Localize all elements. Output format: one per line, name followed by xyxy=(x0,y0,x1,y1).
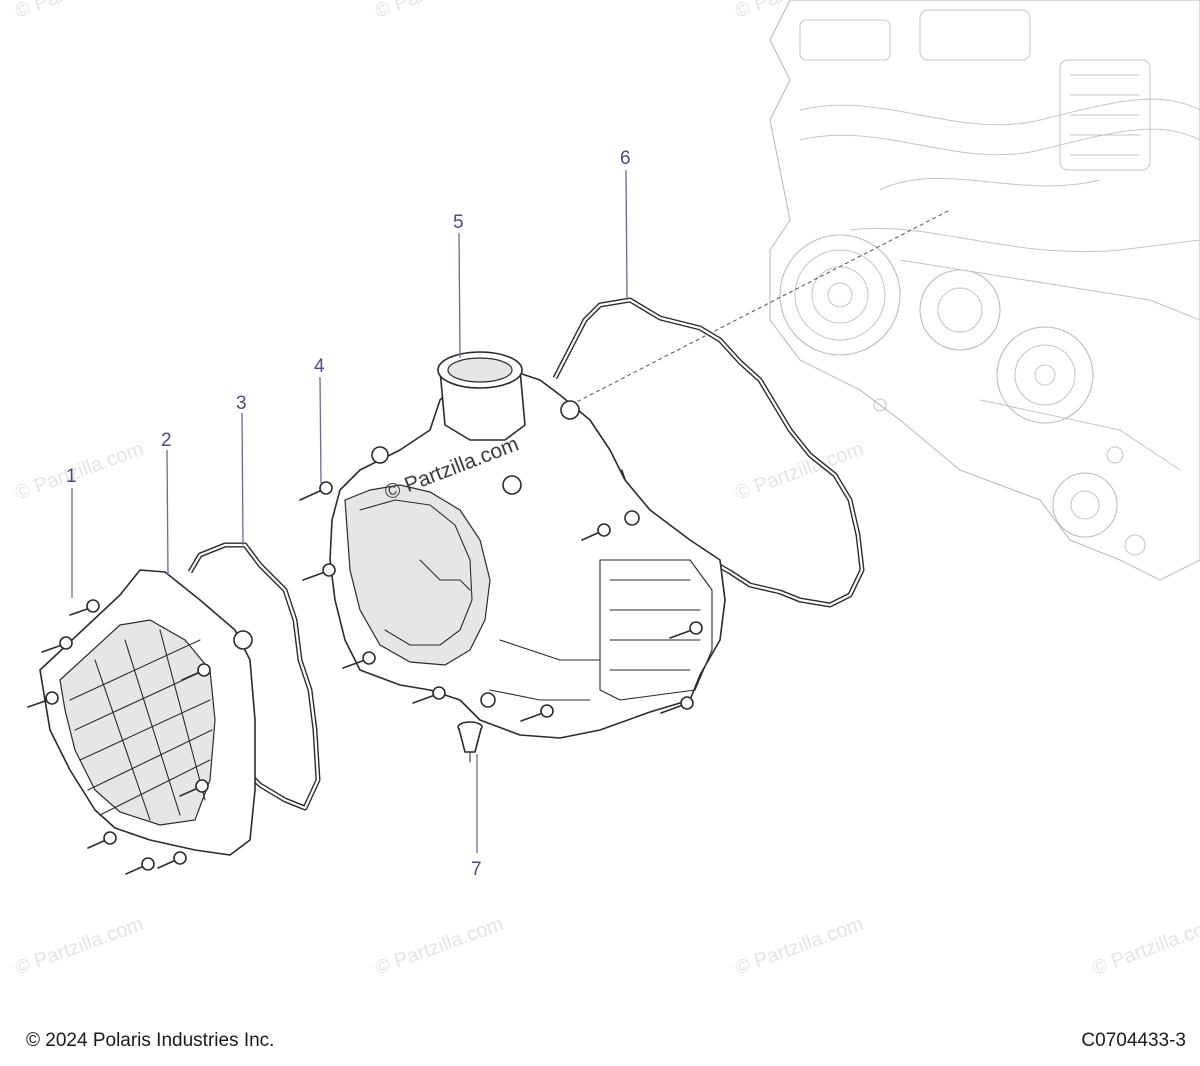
alignment-line xyxy=(564,209,951,409)
bolt xyxy=(520,704,554,722)
bolt xyxy=(87,831,117,849)
part-3-cover-gasket xyxy=(187,542,321,811)
watermark: © Partzilla.com xyxy=(12,438,146,505)
watermark: © Partzilla.com xyxy=(732,913,866,980)
callout-4: 4 xyxy=(314,356,325,377)
callout-7: 7 xyxy=(471,859,482,880)
callout-leaders xyxy=(71,169,628,853)
fasteners xyxy=(27,481,703,875)
watermark: © Partzilla.com xyxy=(372,0,506,23)
engine-assembly xyxy=(769,0,1200,581)
bolt xyxy=(157,851,187,869)
bolt xyxy=(27,691,59,708)
bolt xyxy=(179,779,209,797)
bolt xyxy=(660,696,694,714)
bolt xyxy=(41,636,73,653)
drawing-number: C0704433-3 xyxy=(1081,1030,1186,1051)
watermark: © Partzilla.com xyxy=(12,0,146,23)
watermark: © Partzilla.com xyxy=(1089,913,1200,980)
bolt xyxy=(412,686,446,704)
callout-2: 2 xyxy=(161,430,172,451)
watermark: © Partzilla.com xyxy=(372,913,506,980)
bolt xyxy=(299,481,333,501)
bolt xyxy=(181,663,211,681)
bolt xyxy=(125,857,155,875)
watermark: © Partzilla.com xyxy=(12,913,146,980)
bolt xyxy=(69,599,100,616)
bolt xyxy=(342,651,376,669)
callout-6: 6 xyxy=(620,148,631,169)
bolt xyxy=(302,563,336,581)
copyright-notice: © 2024 Polaris Industries Inc. xyxy=(26,1030,275,1051)
part-2-outer-cover xyxy=(39,569,256,856)
part-5-clutch-cover-housing xyxy=(329,351,726,739)
callout-5: 5 xyxy=(453,212,464,233)
part-7-plug xyxy=(457,721,483,763)
callout-labels: 1 2 3 4 5 6 7 xyxy=(66,148,631,880)
bolt xyxy=(581,523,611,541)
callout-1: 1 xyxy=(66,466,77,487)
callout-3: 3 xyxy=(236,393,247,414)
bolt xyxy=(669,621,703,639)
